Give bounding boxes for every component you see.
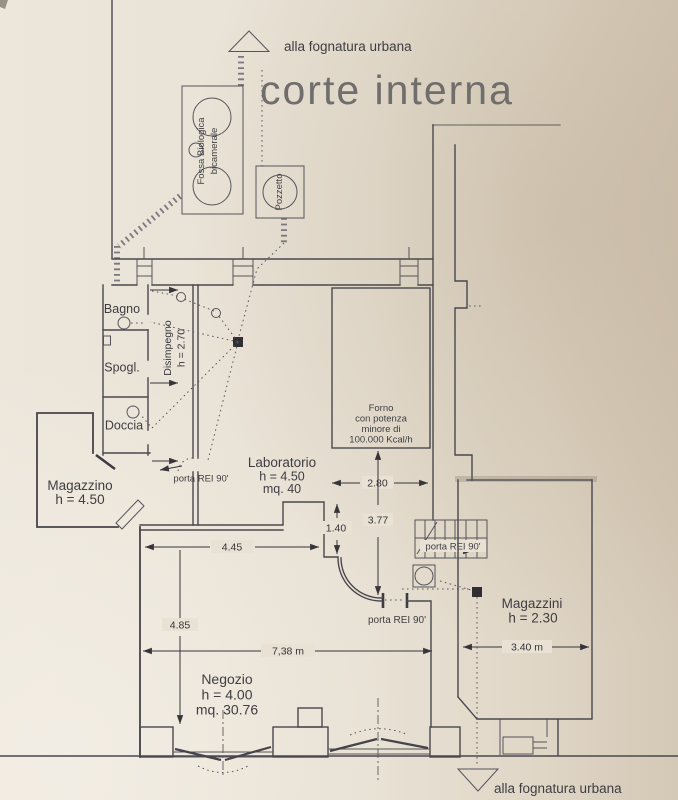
room-height-disimpegno: h = 2.70 bbox=[176, 329, 188, 367]
room-label-laboratorio: Laboratorio bbox=[248, 455, 316, 470]
room-height-laboratorio: h = 4.50 bbox=[259, 470, 305, 484]
sewer-arrow-up-icon bbox=[227, 30, 271, 52]
room-height-magazzino: h = 4.50 bbox=[55, 492, 104, 507]
dim-step: 1.40 bbox=[326, 523, 347, 535]
north-wall bbox=[111, 247, 434, 286]
forno-label-2: con potenza bbox=[355, 414, 407, 425]
dim-negozio-width: 7,38 m bbox=[272, 646, 304, 658]
forno-label-1: Forno bbox=[369, 403, 394, 414]
dim-lab-width: 4.45 bbox=[222, 542, 243, 554]
dimension-lines: 2.80 3.77 1.40 4.45 4.85 7,38 m 3.40 m bbox=[142, 450, 590, 724]
forno-outline bbox=[331, 287, 431, 449]
magazzino-room: Magazzino h = 4.50 bbox=[36, 412, 145, 530]
septic-chamber-2 bbox=[192, 166, 232, 206]
courtyard-title: corte interna bbox=[260, 67, 514, 113]
septic-tank-outline bbox=[181, 85, 244, 215]
room-height-negozio: h = 4.00 bbox=[202, 687, 253, 703]
laboratorio-room: Forno con potenza minore di 100.000 Kcal… bbox=[139, 287, 431, 558]
stairs-outline bbox=[414, 519, 488, 559]
east-wing-walls bbox=[432, 124, 561, 521]
drain-siphon-1 bbox=[176, 292, 186, 302]
stair-treads bbox=[424, 520, 478, 558]
rei-door-swing-arc bbox=[177, 457, 194, 473]
drain-lines bbox=[139, 290, 482, 597]
septic-tank-label-1: Fossa Biologica bbox=[196, 117, 207, 185]
pit-label: Pozzetto bbox=[274, 174, 285, 211]
door-swing-dotted-arcs bbox=[197, 728, 407, 773]
sewer-pipe-diagonal bbox=[117, 193, 182, 249]
pit-outline bbox=[255, 165, 305, 219]
annex-box bbox=[502, 736, 534, 755]
shopfront-pier-left bbox=[139, 726, 174, 758]
forno-label-3: minore di bbox=[361, 424, 400, 435]
door-axis-lines bbox=[222, 698, 379, 782]
magazzini-room: Magazzini h = 2.30 bbox=[455, 476, 597, 756]
negozio-room: Negozio h = 4.00 mq. 30.76 porta REI 90' bbox=[139, 526, 461, 782]
room-area-negozio: mq. 30.76 bbox=[196, 702, 258, 718]
pit-circle bbox=[262, 174, 298, 210]
door-label-rei-negozio: porta REI 90' bbox=[368, 615, 426, 626]
door-label-rei-laboratorio: porta REI 90' bbox=[173, 474, 228, 485]
shower-drain bbox=[126, 405, 140, 419]
room-label-spogliatoio: Spogl. bbox=[104, 361, 139, 375]
scan-corner-artifact bbox=[0, 0, 8, 9]
dim-lab-depth: 3.77 bbox=[368, 515, 389, 527]
sewer-label-top: alla fognatura urbana bbox=[284, 39, 412, 54]
label-mask bbox=[420, 540, 486, 552]
pit-circle-small bbox=[414, 566, 434, 586]
sink-fixture bbox=[117, 316, 131, 330]
floor-drain-square-corridor bbox=[472, 587, 482, 597]
door-arc-rei bbox=[337, 557, 382, 602]
window-2 bbox=[232, 259, 254, 285]
room-label-disimpegno: Disimpegno bbox=[162, 320, 174, 376]
drain-branch-dotted bbox=[402, 580, 472, 591]
room-area-laboratorio: mq. 40 bbox=[263, 482, 301, 496]
room-label-magazzino: Magazzino bbox=[47, 478, 112, 493]
rei-door-arrow bbox=[159, 465, 183, 472]
forno-label-4: 100.000 Kcal/h bbox=[349, 435, 412, 446]
pit-box-small bbox=[412, 564, 436, 588]
room-label-magazzini: Magazzini bbox=[502, 596, 563, 611]
entrance-door-leaves-2 bbox=[329, 737, 429, 753]
drain-siphon-2 bbox=[211, 308, 221, 318]
annotations: corte interna alla fognatura urbana alla… bbox=[260, 39, 622, 796]
window-axis-ticks bbox=[143, 247, 410, 259]
sewer-arrow-down-icon bbox=[456, 768, 500, 792]
wc-fixture bbox=[103, 335, 111, 346]
door-label-rei-stairs: porta REI 90' bbox=[425, 542, 480, 553]
septic-chamber-1 bbox=[192, 97, 232, 137]
stairs: porta REI 90' bbox=[412, 519, 488, 588]
entrance-door-leaves-1 bbox=[174, 745, 272, 762]
wall-smudge bbox=[455, 476, 597, 482]
inspection-pit: Pozzetto bbox=[255, 165, 305, 219]
dim-negozio-depth: 4.85 bbox=[170, 620, 191, 632]
room-label-negozio: Negozio bbox=[201, 671, 253, 687]
sewer-label-bottom: alla fognatura urbana bbox=[494, 781, 622, 796]
septic-tank: Fossa Biologica bicamerale bbox=[181, 85, 244, 215]
dim-magazzini-width: 3.40 m bbox=[511, 642, 543, 654]
window-3 bbox=[399, 259, 419, 285]
pillar bbox=[297, 707, 323, 728]
service-rooms: Bagno Spogl. Doccia Disimpegno h = 2.70 bbox=[102, 284, 199, 526]
annex-walls bbox=[499, 719, 548, 755]
room-height-magazzini: h = 2.30 bbox=[508, 611, 557, 626]
window-1 bbox=[136, 259, 153, 285]
room-label-doccia: Doccia bbox=[105, 419, 143, 433]
septic-tank-label-2: bicamerale bbox=[209, 128, 220, 174]
angled-wall-piece bbox=[115, 499, 145, 530]
shopfront-pier-right bbox=[429, 726, 461, 758]
room-label-bagno: Bagno bbox=[104, 302, 140, 316]
angled-door-leaf-1 bbox=[95, 453, 116, 471]
septic-inspection-cap bbox=[188, 142, 204, 158]
